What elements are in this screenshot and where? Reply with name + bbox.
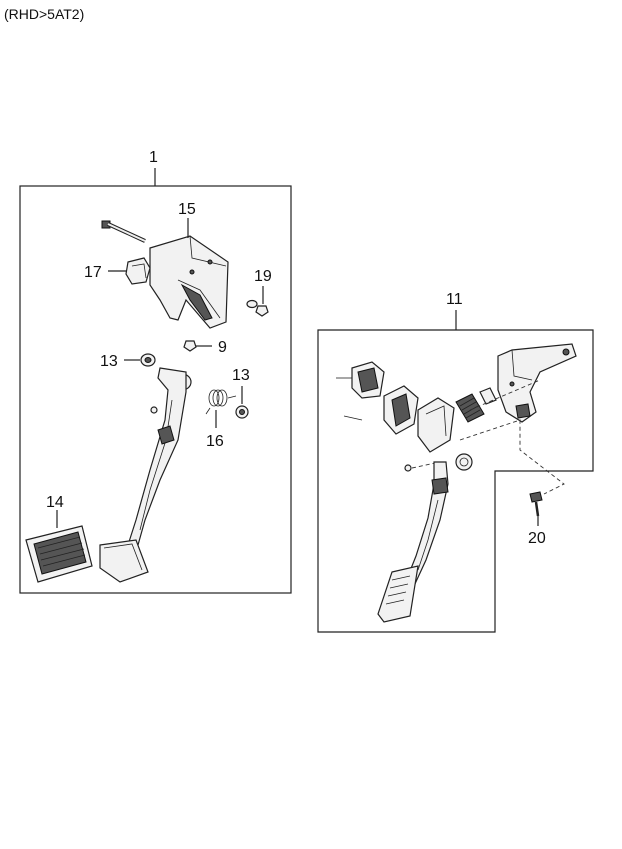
- accelerator-pedal-arm: [403, 461, 449, 587]
- callout-20: 20: [528, 530, 546, 547]
- callout-19: 19: [254, 268, 272, 285]
- bushing-13-left: [140, 353, 156, 367]
- pedal-bracket-15: [149, 235, 229, 329]
- bushing-13-right: [235, 405, 249, 419]
- callout-16: 16: [206, 433, 224, 450]
- return-spring-16: [205, 389, 237, 415]
- pedal-pad-cover-14: [25, 525, 93, 583]
- assembly-1-frame: [19, 168, 292, 594]
- accelerator-bracket: [497, 343, 577, 423]
- nut-9: [183, 340, 197, 352]
- pedal-spring: [455, 387, 497, 423]
- pedal-sensor: [336, 361, 455, 453]
- callout-1: 1: [149, 149, 158, 166]
- callout-11: 11: [446, 291, 463, 308]
- assembly-11-frame: [317, 310, 594, 633]
- callout-14: 14: [46, 494, 64, 511]
- screw-20: [529, 491, 543, 517]
- callout-13-right: 13: [232, 367, 250, 384]
- nut-19: [246, 299, 269, 317]
- stop-lamp-switch-17: [125, 257, 151, 285]
- variant-note: (RHD>5AT2): [4, 6, 85, 22]
- brake-pedal-arm: [127, 367, 192, 546]
- callout-15: 15: [178, 201, 196, 218]
- brake-pedal-pad: [99, 539, 149, 583]
- callout-17: 17: [84, 264, 102, 281]
- callout-9: 9: [218, 339, 227, 356]
- accelerator-pedal-pad: [377, 565, 419, 623]
- pivot-bolt: [101, 220, 146, 243]
- callout-13-left: 13: [100, 353, 118, 370]
